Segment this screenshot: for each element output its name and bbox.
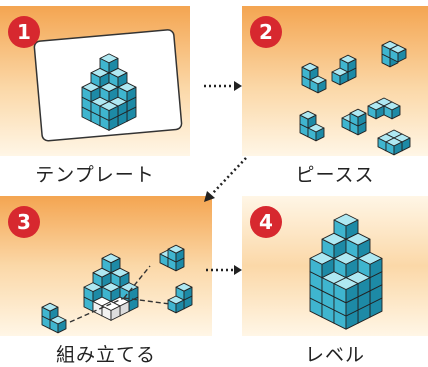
cube-face [317,79,327,94]
puzzle-piece [377,129,411,156]
arrow-right-icon [204,81,242,91]
step-1-badge: 1 [8,16,40,48]
step-4-badge: 4 [250,206,282,238]
step-1-panel: 1 [0,6,190,156]
cube-face [357,112,367,127]
cube-face [175,299,185,314]
cube-face [309,66,319,81]
cube-face [339,71,349,86]
scattered-pieces [299,40,411,156]
cube-face [108,57,119,74]
cube-face [307,114,317,129]
puzzle-piece [381,40,407,68]
cube-face [117,72,128,88]
template-illustration [0,6,190,156]
cube-face [345,283,359,304]
level-illustration [242,196,428,336]
cube-face [315,127,325,142]
tower-in-progress [83,253,139,321]
template-tower [81,53,137,131]
cube-face [108,105,119,121]
assembly-guide-lines [69,265,171,323]
step-2-label: ピースス [295,164,375,186]
cube-face [393,141,403,156]
cube-face [175,248,185,263]
cube-face [110,257,121,274]
cube-face [391,105,401,120]
cube-face [57,319,67,334]
puzzle-piece [341,108,367,136]
step-2-panel: 2 [242,6,428,156]
arrow-right-icon [206,265,242,275]
puzzle-piece [301,62,327,94]
cube-face [119,272,130,288]
cube-face [110,305,121,321]
cube-face [49,306,59,321]
loose-piece [41,302,67,334]
cube-face [357,238,371,259]
step-2-badge: 2 [250,16,282,48]
cube-face [126,86,137,103]
cube-face [345,219,359,240]
loose-piece [159,244,185,272]
puzzle-piece [299,110,325,142]
step-4-panel: 4 [242,196,428,336]
arrow-down-left-icon [204,157,247,202]
cube-face [397,48,407,63]
puzzle-piece [367,97,401,120]
cube-face [375,105,385,120]
step-1-label: テンプレート [35,164,155,186]
cube-face [347,58,357,73]
partial-tower [41,244,193,334]
step-3-panel: 3 [0,196,212,336]
loose-piece [167,282,193,314]
cube-face [183,286,193,301]
puzzle-piece [331,54,357,86]
cube-face [369,257,383,279]
completed-tower [309,213,383,330]
step-3-badge: 3 [8,206,40,238]
